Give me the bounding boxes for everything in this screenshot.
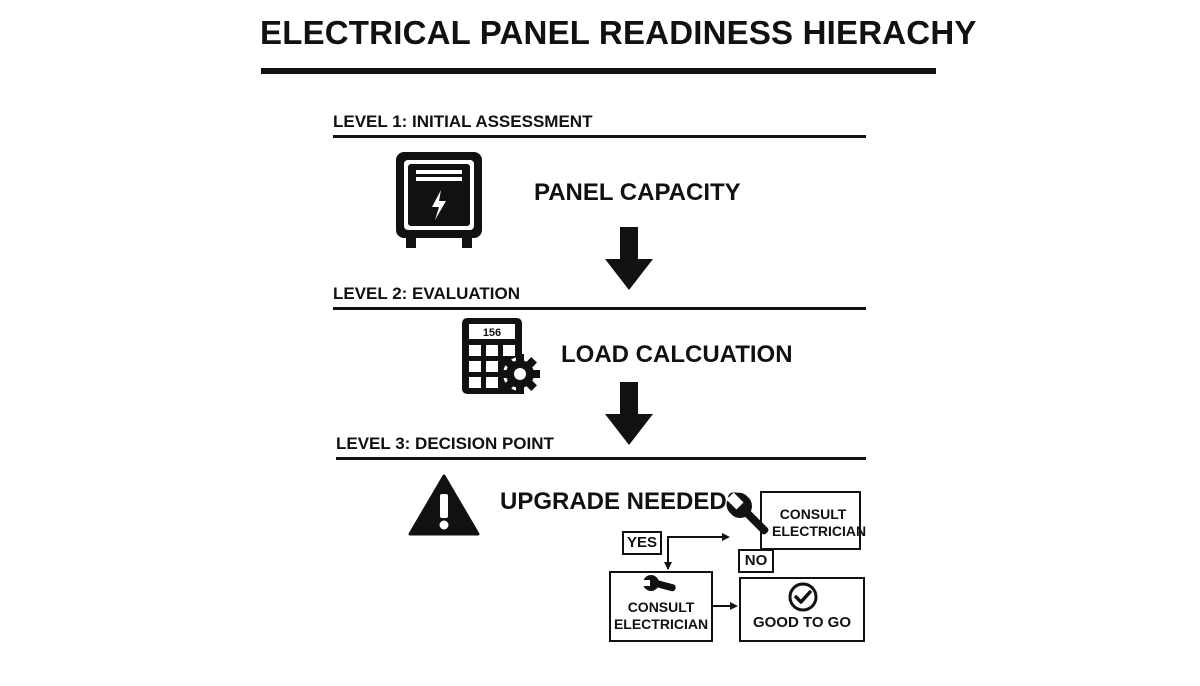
calculator-display: 156: [483, 327, 501, 339]
wrench-icon: [726, 492, 769, 535]
level-1-label: LEVEL 1: INITIAL ASSESSMENT: [333, 112, 593, 131]
level-3-label: LEVEL 3: DECISION POINT: [336, 434, 554, 453]
warning-icon: [408, 474, 480, 536]
level-2-label: LEVEL 2: EVALUATION: [333, 284, 521, 303]
level-2-divider: [333, 307, 866, 310]
wrench-icon: [642, 575, 676, 592]
down-arrow-icon: [605, 382, 653, 445]
load-calculation-step: LOAD CALCUATION: [561, 341, 793, 368]
consult-electrician-top-line2: ELECTRICIAN: [772, 523, 867, 539]
level-1-divider: [333, 135, 866, 138]
calculator-gear-icon: 156: [462, 318, 540, 394]
electrical-panel-icon: [396, 152, 482, 248]
consult-electrician-bottom-line1: CONSULT: [627, 599, 695, 615]
good-to-go-label: GOOD TO GO: [752, 614, 852, 631]
upgrade-needed-question: UPGRADE NEEDED?: [500, 488, 742, 515]
consult-electrician-top-line1: CONSULT: [779, 506, 847, 522]
consult-electrician-box-top: [760, 491, 861, 550]
consult-electrician-bottom-line2: ELECTRICIAN: [613, 616, 709, 632]
check-circle-icon: [788, 582, 818, 612]
down-arrow-icon: [605, 227, 653, 290]
title-divider: [261, 68, 936, 74]
level-3-divider: [336, 457, 866, 460]
diagram-title: ELECTRICAL PANEL READINESS HIERACHY: [260, 14, 977, 51]
panel-capacity-step: PANEL CAPACITY: [534, 179, 741, 206]
no-tag: NO: [738, 549, 774, 573]
yes-tag: YES: [622, 531, 662, 555]
